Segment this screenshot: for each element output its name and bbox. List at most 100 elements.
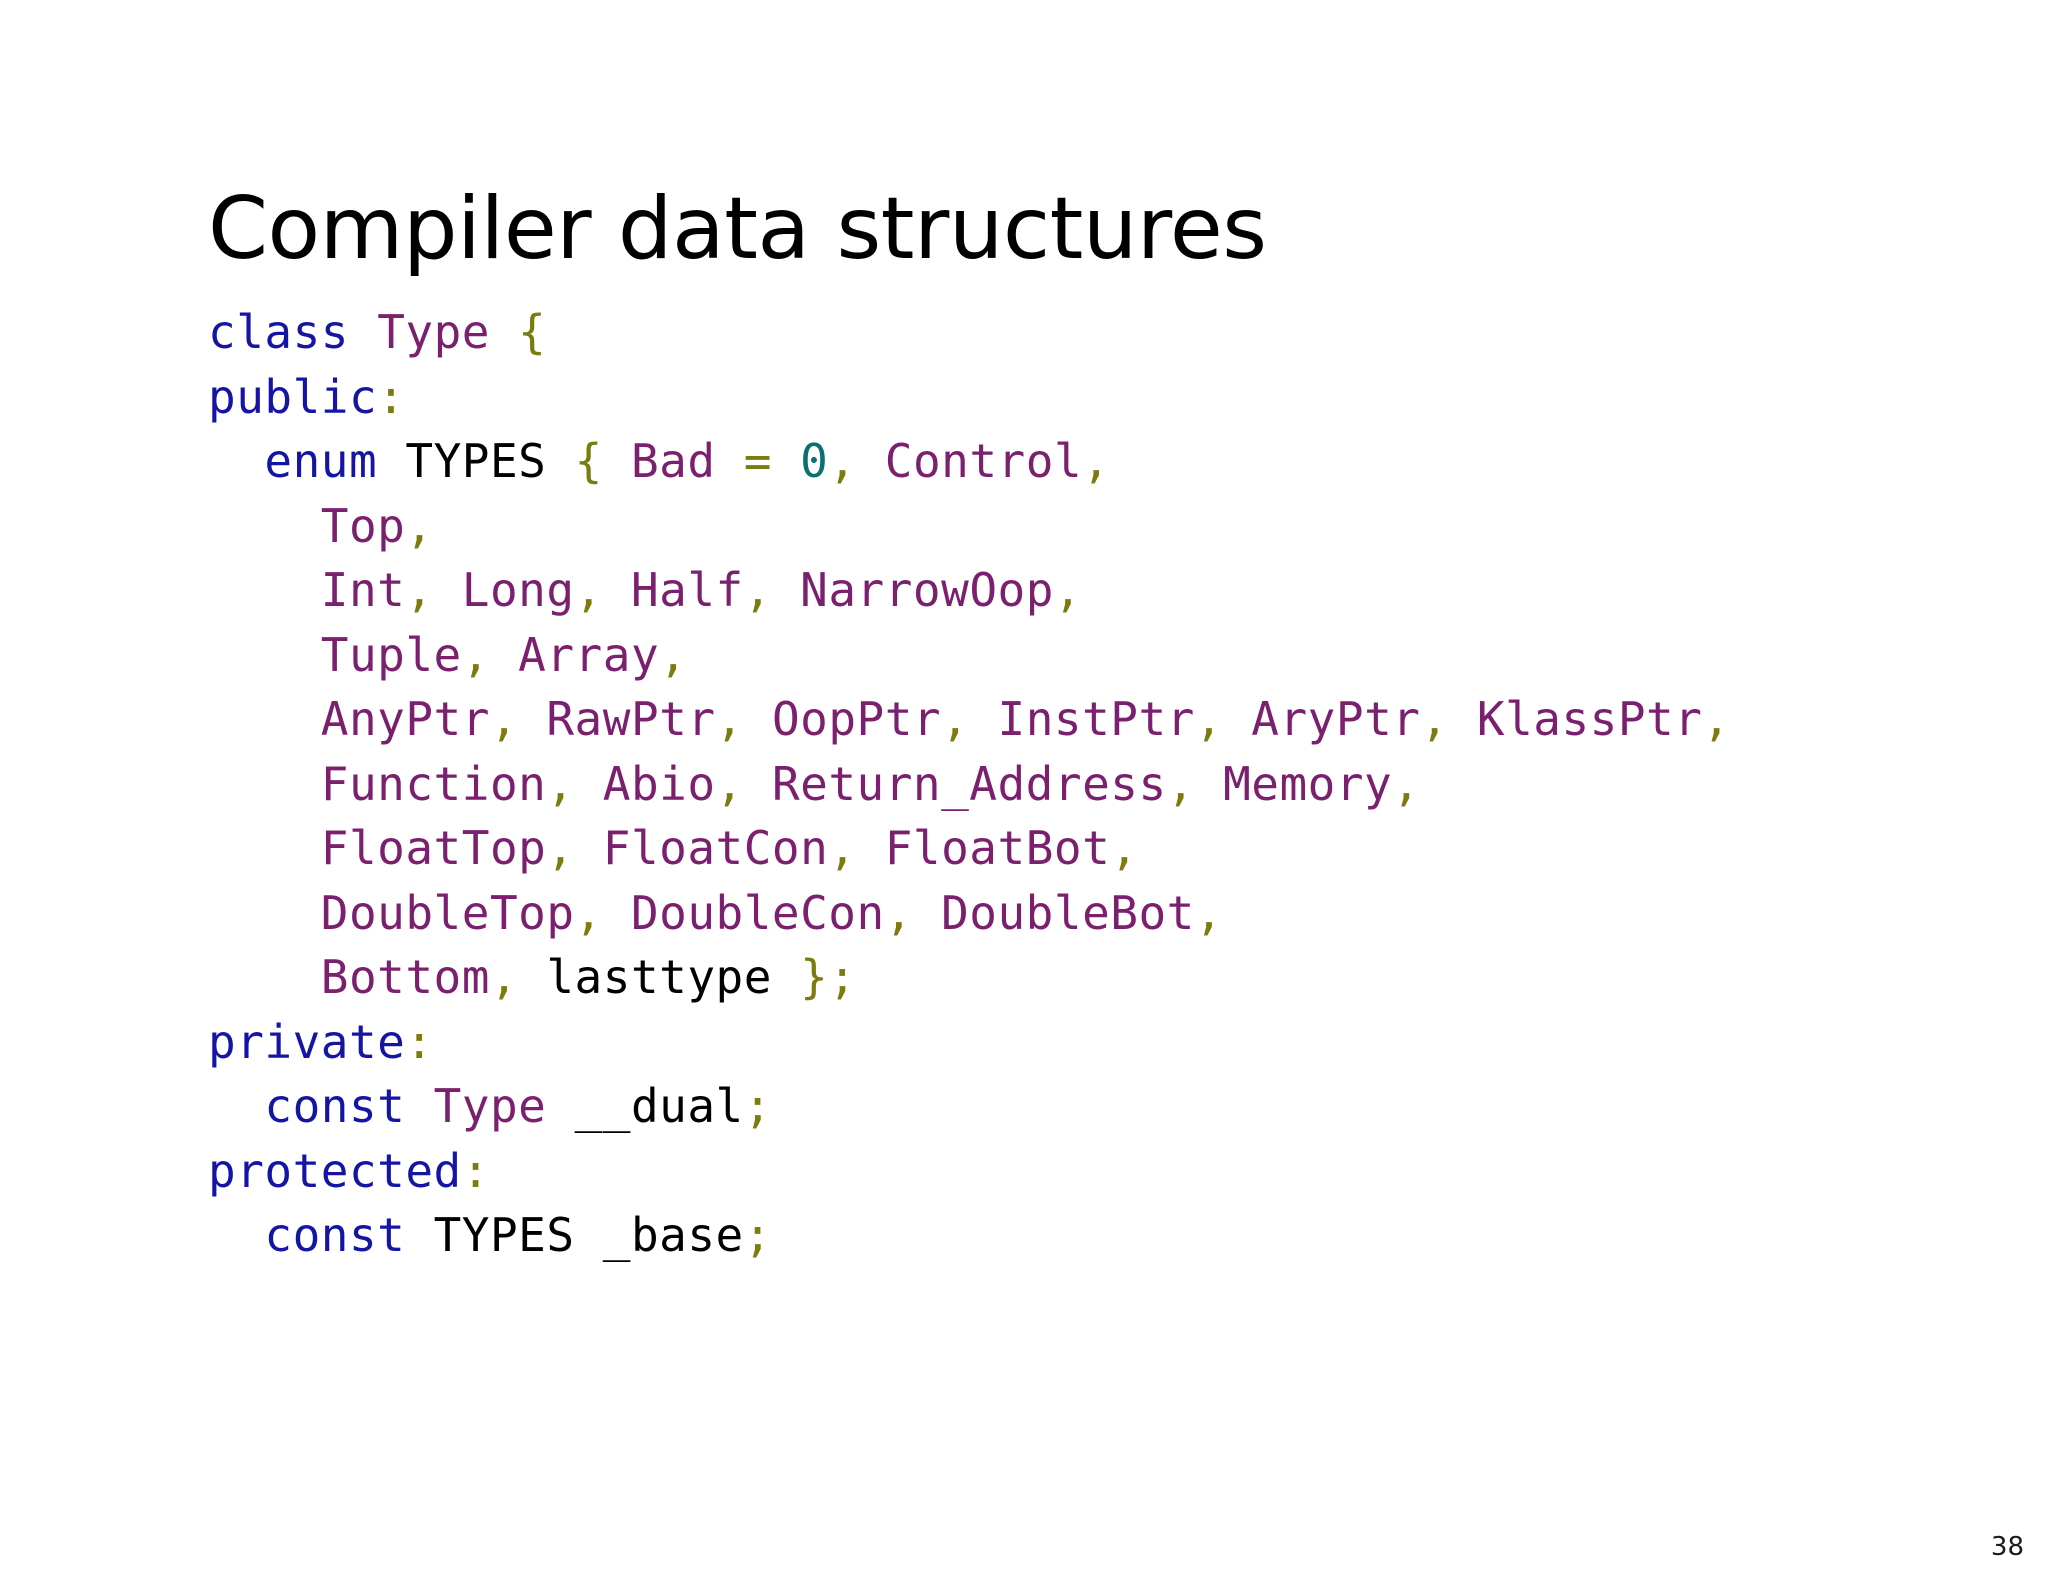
code-token-identifier: TYPES bbox=[433, 1208, 575, 1262]
code-token-punctuation: : bbox=[377, 369, 406, 424]
code-token-punctuation: , bbox=[1053, 563, 1083, 617]
code-token-plain bbox=[603, 886, 631, 940]
code-token-punctuation: { bbox=[518, 305, 547, 359]
code-token-plain bbox=[208, 950, 321, 1004]
code-token-plain bbox=[603, 434, 631, 488]
code-token-number: 0 bbox=[800, 434, 829, 488]
code-token-plain bbox=[208, 821, 321, 875]
code-line: enum TYPES { Bad = 0, Control, bbox=[208, 429, 1908, 494]
code-token-plain bbox=[546, 1079, 574, 1133]
code-token-type: Half bbox=[630, 563, 744, 617]
code-token-plain bbox=[575, 1208, 603, 1262]
code-token-type: Return_Address bbox=[771, 756, 1167, 811]
code-token-plain bbox=[772, 950, 800, 1004]
code-token-plain bbox=[208, 886, 321, 940]
code-token-plain bbox=[1449, 692, 1477, 746]
code-token-plain bbox=[349, 305, 377, 359]
code-token-type: FloatTop bbox=[320, 821, 547, 875]
code-token-plain bbox=[857, 821, 885, 875]
code-token-keyword: const bbox=[264, 1079, 406, 1133]
code-token-keyword: enum bbox=[264, 434, 378, 488]
code-token-type: Long bbox=[461, 563, 575, 617]
code-token-type: DoubleBot bbox=[941, 885, 1195, 940]
code-token-type: NarrowOop bbox=[800, 563, 1054, 617]
code-token-plain bbox=[208, 563, 321, 617]
code-token-plain bbox=[490, 628, 518, 682]
code-token-plain bbox=[208, 692, 321, 746]
code-line: const TYPES _base; bbox=[208, 1203, 1908, 1268]
code-line: Function, Abio, Return_Address, Memory, bbox=[208, 752, 1908, 817]
code-token-plain bbox=[208, 757, 321, 811]
code-token-identifier: lasttype bbox=[546, 950, 772, 1004]
code-token-punctuation: , bbox=[574, 885, 603, 940]
code-token-type: DoubleTop bbox=[320, 885, 575, 940]
code-token-plain bbox=[575, 757, 603, 811]
code-line: Int, Long, Half, NarrowOop, bbox=[208, 558, 1908, 623]
code-token-plain bbox=[575, 821, 603, 875]
code-token-punctuation: , bbox=[884, 885, 913, 940]
code-token-keyword: private bbox=[208, 1014, 406, 1069]
code-token-type: AnyPtr bbox=[320, 692, 490, 746]
code-token-punctuation: , bbox=[1110, 821, 1139, 875]
code-token-type: Int bbox=[320, 563, 406, 617]
code-token-type: Top bbox=[320, 498, 406, 553]
code-token-type: Abio bbox=[602, 756, 716, 811]
code-token-type: Type bbox=[377, 305, 490, 359]
code-line: class Type { bbox=[208, 300, 1908, 365]
code-token-plain bbox=[744, 692, 772, 746]
code-token-plain bbox=[546, 434, 574, 488]
code-token-punctuation: , bbox=[405, 498, 434, 553]
code-token-plain bbox=[716, 434, 744, 488]
code-token-type: KlassPtr bbox=[1476, 692, 1703, 746]
code-line: protected: bbox=[208, 1139, 1908, 1204]
code-line: DoubleTop, DoubleCon, DoubleBot, bbox=[208, 881, 1908, 946]
code-token-type: FloatCon bbox=[602, 821, 829, 875]
code-token-keyword: class bbox=[208, 305, 349, 359]
code-token-plain bbox=[603, 563, 631, 617]
code-token-punctuation: , bbox=[546, 821, 575, 875]
code-token-plain bbox=[208, 1079, 264, 1133]
code-token-type: OopPtr bbox=[771, 692, 942, 746]
code-token-punctuation: }; bbox=[800, 950, 857, 1004]
code-token-plain bbox=[377, 434, 405, 488]
code-token-identifier: TYPES bbox=[405, 434, 547, 488]
code-token-plain bbox=[208, 628, 321, 682]
code-token-punctuation: ; bbox=[743, 1208, 772, 1262]
code-token-type: Bottom bbox=[320, 950, 490, 1004]
code-line: FloatTop, FloatCon, FloatBot, bbox=[208, 816, 1908, 881]
code-token-plain bbox=[969, 692, 997, 746]
code-token-type: DoubleCon bbox=[630, 885, 885, 940]
code-token-type: Tuple bbox=[320, 627, 462, 682]
code-token-punctuation: , bbox=[743, 563, 772, 617]
code-token-identifier: __dual bbox=[574, 1079, 744, 1133]
code-token-punctuation: , bbox=[546, 756, 575, 811]
code-token-identifier: _base bbox=[602, 1208, 744, 1262]
code-token-plain bbox=[434, 563, 462, 617]
code-token-keyword: public bbox=[208, 369, 378, 424]
code-token-plain bbox=[1223, 692, 1251, 746]
code-line: Top, bbox=[208, 494, 1908, 559]
code-token-type: AryPtr bbox=[1251, 692, 1421, 746]
code-token-punctuation: , bbox=[1702, 692, 1731, 746]
code-token-punctuation: ; bbox=[743, 1079, 772, 1133]
code-token-type: FloatBot bbox=[884, 821, 1111, 875]
code-token-plain bbox=[744, 757, 772, 811]
code-token-punctuation: , bbox=[1194, 692, 1224, 746]
code-token-punctuation: , bbox=[715, 692, 744, 746]
code-line: private: bbox=[208, 1010, 1908, 1075]
code-token-punctuation: { bbox=[574, 434, 603, 488]
code-token-punctuation: : bbox=[405, 1014, 434, 1069]
code-token-plain bbox=[772, 563, 800, 617]
code-token-type: Function bbox=[320, 756, 547, 811]
code-token-punctuation: , bbox=[489, 950, 519, 1004]
code-token-punctuation: = bbox=[743, 434, 772, 488]
code-token-punctuation: , bbox=[461, 627, 490, 682]
code-block: class Type {public: enum TYPES { Bad = 0… bbox=[208, 300, 1908, 1268]
code-token-plain bbox=[518, 950, 546, 1004]
code-token-punctuation: , bbox=[1166, 756, 1195, 811]
code-token-punctuation: , bbox=[489, 692, 519, 746]
code-token-type: Control bbox=[884, 434, 1083, 488]
code-token-punctuation: , bbox=[405, 563, 434, 617]
code-token-type: Memory bbox=[1223, 756, 1393, 811]
